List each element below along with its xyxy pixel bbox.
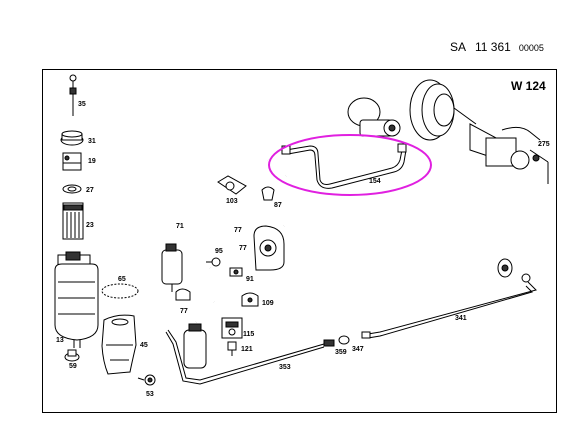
model-label: W 124 <box>511 79 546 93</box>
label-23: 23 <box>86 222 94 229</box>
pump-unit[interactable] <box>161 243 183 292</box>
label-31: 31 <box>88 138 96 145</box>
filler-cap[interactable] <box>60 130 84 146</box>
mounting-bolt[interactable] <box>137 374 156 386</box>
label-87: 87 <box>274 202 282 209</box>
hose-holder[interactable] <box>217 175 247 195</box>
reservoir[interactable] <box>54 251 99 348</box>
label-45: 45 <box>140 342 148 349</box>
label-35: 35 <box>78 101 86 108</box>
label-65: 65 <box>118 276 126 283</box>
label-275: 275 <box>538 141 550 148</box>
filter-canister[interactable] <box>183 323 207 369</box>
label-115: 115 <box>243 331 254 338</box>
label-341: 341 <box>455 315 467 322</box>
label-359: 359 <box>335 349 347 356</box>
code-suffix: 00005 <box>518 43 544 53</box>
line-connector[interactable] <box>165 329 371 385</box>
label-59: 59 <box>69 363 77 370</box>
dipstick[interactable] <box>69 74 77 116</box>
highlight-ellipse <box>268 134 432 196</box>
clamp-77-lower[interactable] <box>175 288 191 301</box>
label-154: 154 <box>369 178 381 185</box>
banjo-bolt[interactable] <box>227 341 237 356</box>
document-code: SA 11 361 00005 <box>450 40 544 54</box>
master-cylinder[interactable] <box>469 123 549 184</box>
hose-clip-upper[interactable] <box>261 186 275 201</box>
label-91: 91 <box>246 276 254 283</box>
code-prefix: SA <box>450 40 467 54</box>
diagram-frame <box>42 69 557 413</box>
clamp-91[interactable] <box>229 267 243 277</box>
brake-line-341[interactable] <box>367 258 537 339</box>
tandem-pump[interactable] <box>253 225 285 271</box>
lower-hose[interactable] <box>194 266 220 324</box>
label-77c: 77 <box>180 308 188 315</box>
strainer-clip[interactable] <box>62 152 82 171</box>
bracket[interactable] <box>101 314 137 375</box>
label-77a: 77 <box>234 227 242 234</box>
seal-ring[interactable] <box>62 184 82 194</box>
valve-block[interactable] <box>221 317 243 339</box>
label-53: 53 <box>146 391 154 398</box>
label-347: 347 <box>352 346 364 353</box>
label-109: 109 <box>262 300 274 307</box>
pressure-line-154[interactable] <box>281 143 407 189</box>
label-19: 19 <box>88 158 96 165</box>
label-77b: 77 <box>239 245 247 252</box>
label-95: 95 <box>215 248 223 255</box>
hose-clamp-ring[interactable] <box>101 283 139 299</box>
code-number: 11 361 <box>475 40 511 54</box>
label-121: 121 <box>241 346 253 353</box>
clip-109[interactable] <box>241 292 259 307</box>
filter-insert[interactable] <box>62 202 84 240</box>
label-103: 103 <box>226 198 238 205</box>
label-71: 71 <box>176 223 184 230</box>
label-353: 353 <box>279 364 291 371</box>
screw-95[interactable] <box>206 257 221 267</box>
brake-booster[interactable] <box>409 79 477 141</box>
label-27: 27 <box>86 187 94 194</box>
drain-plug[interactable] <box>64 349 80 362</box>
steering-pump[interactable] <box>347 97 401 137</box>
label-13: 13 <box>56 337 64 344</box>
